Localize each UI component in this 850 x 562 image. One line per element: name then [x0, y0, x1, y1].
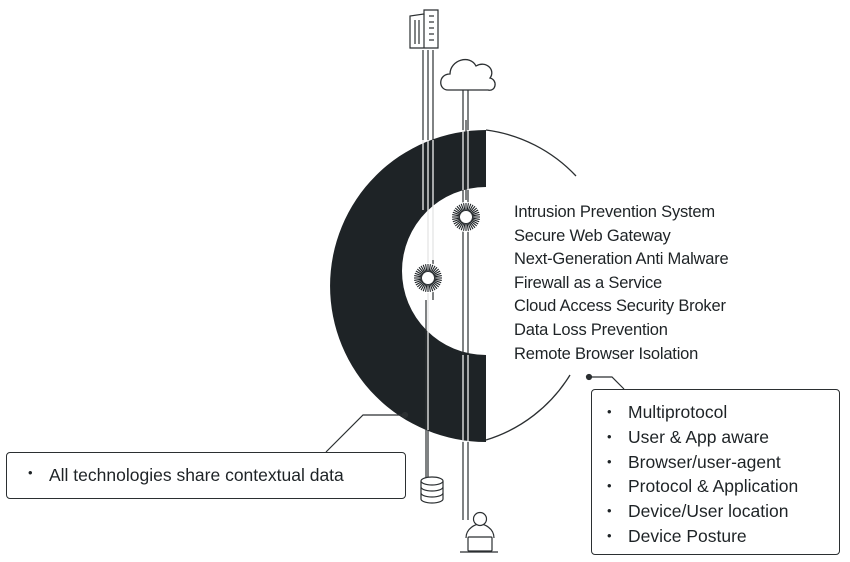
security-services-list: Intrusion Prevention System Secure Web G…: [514, 201, 729, 366]
bullet-icon: •: [607, 503, 612, 519]
callout-item-text: Browser/user-agent: [628, 451, 781, 472]
service-item: Firewall as a Service: [514, 273, 663, 292]
callout-item: • Device Posture: [607, 524, 798, 549]
dark-ring-segment: [330, 130, 486, 442]
callout-item-text: User & App aware: [628, 426, 770, 447]
service-item: Intrusion Prevention System: [514, 203, 715, 221]
outer-arc-right-lower: [485, 374, 571, 441]
bullet-icon: •: [607, 404, 612, 419]
callout-item: • Browser/user-agent: [607, 450, 798, 475]
callout-item-text: Protocol & Application: [628, 476, 799, 497]
right-callout-connector: [585, 373, 625, 390]
inner-arc: [485, 186, 515, 193]
outer-arc-right-upper: [485, 129, 577, 177]
service-item: Remote Browser Isolation: [514, 344, 699, 363]
burst-node-lower: [413, 263, 443, 293]
callout-item: • Device/User location: [607, 499, 798, 524]
callout-item: • Multiprotocol: [607, 400, 798, 425]
database-icon: [420, 476, 444, 504]
callout-item: • All technologies share contextual data: [28, 465, 344, 486]
service-item: Next-Generation Anti Malware: [514, 250, 729, 269]
bullet-icon: •: [607, 527, 612, 543]
building-icon: [409, 9, 439, 49]
callout-item-text: All technologies share contextual data: [49, 465, 344, 485]
callout-item-text: Device Posture: [628, 525, 747, 546]
left-callout-connector: [325, 411, 409, 453]
service-item: Data Loss Prevention: [514, 320, 668, 339]
callout-item-text: Multiprotocol: [628, 402, 728, 422]
cloud-icon: [440, 58, 496, 91]
callout-item: • User & App aware: [607, 425, 798, 450]
service-item: Cloud Access Security Broker: [514, 297, 726, 316]
bullet-icon: •: [28, 465, 33, 480]
bullet-icon: •: [607, 428, 612, 444]
burst-node-upper: [451, 202, 481, 232]
bullet-icon: •: [607, 453, 612, 469]
user-laptop-icon: [460, 511, 498, 553]
service-item: Secure Web Gateway: [514, 226, 671, 245]
contextual-data-callout: • All technologies share contextual data: [6, 452, 406, 499]
bullet-icon: •: [607, 478, 612, 494]
callout-item-text: Device/User location: [628, 501, 789, 522]
capabilities-callout: • Multiprotocol • User & App aware • Browse…: [591, 389, 840, 555]
callout-item: • Protocol & Application: [607, 474, 799, 499]
